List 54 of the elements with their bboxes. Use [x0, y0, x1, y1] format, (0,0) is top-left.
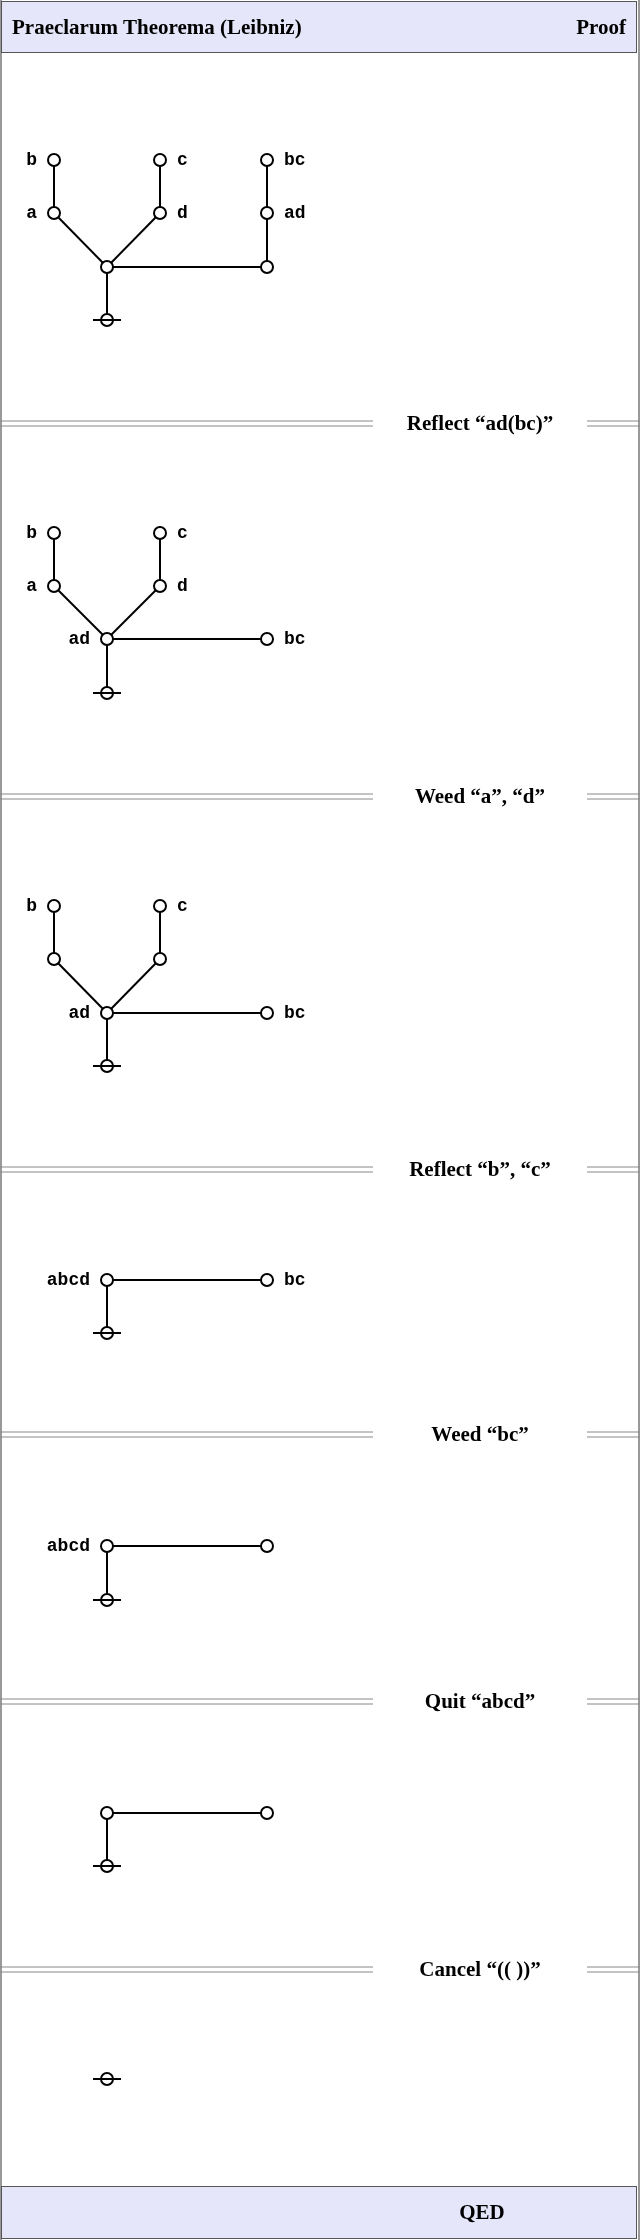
- connector-line: [53, 165, 55, 208]
- step-label: Weed “a”, “d”: [414, 783, 546, 809]
- vertex-label: b: [26, 150, 37, 170]
- vertex-label: ad: [284, 203, 306, 223]
- step-label: Reflect “b”, “c”: [409, 1156, 551, 1182]
- vertex-label: c: [177, 150, 188, 170]
- connector-line: [112, 1012, 262, 1014]
- connector-line: [53, 538, 55, 581]
- vertex-label: b: [26, 523, 37, 543]
- connector-line: [106, 644, 108, 688]
- vertex-label: ad: [68, 629, 90, 649]
- vertex-label: ad: [68, 1003, 90, 1023]
- connector-line: [57, 589, 104, 636]
- vertex-label: c: [177, 896, 188, 916]
- connector-line: [266, 165, 268, 208]
- connector-line: [112, 1812, 262, 1814]
- connector-line: [106, 1551, 108, 1595]
- connector-line: [57, 962, 104, 1010]
- vertex-label: d: [177, 203, 188, 223]
- step-label: Reflect “ad(bc)”: [406, 410, 554, 436]
- connector-line: [106, 1018, 108, 1061]
- connector-line: [112, 266, 262, 268]
- vertex-label: a: [26, 203, 37, 223]
- vertex-label: bc: [284, 150, 306, 170]
- vertex-label: bc: [284, 1003, 306, 1023]
- vertex-label: bc: [284, 1270, 306, 1290]
- connector-line: [112, 638, 262, 640]
- connector-line: [159, 165, 161, 208]
- vertex-label: a: [26, 576, 37, 596]
- connector-line: [57, 216, 104, 264]
- footer-label: QED: [459, 2200, 505, 2225]
- connector-line: [106, 272, 108, 315]
- connector-line: [159, 911, 161, 954]
- connector-line: [266, 218, 268, 262]
- connector-line: [110, 216, 157, 264]
- step-label: Weed “bc”: [431, 1421, 529, 1447]
- vertex-label: bc: [284, 629, 306, 649]
- vertex-label: b: [26, 896, 37, 916]
- vertex-label: abcd: [46, 1536, 90, 1556]
- connector-line: [106, 1285, 108, 1328]
- connector-line: [112, 1545, 262, 1547]
- connector-line: [53, 911, 55, 954]
- step-label: Quit “abcd”: [424, 1688, 536, 1714]
- connector-line: [110, 962, 157, 1010]
- connector-line: [110, 589, 157, 636]
- vertex-label: c: [177, 523, 188, 543]
- vertex-label: d: [177, 576, 188, 596]
- connector-line: [159, 538, 161, 581]
- step-label: Cancel “(( ))”: [419, 1956, 541, 1982]
- connector-line: [112, 1279, 262, 1281]
- header-label: Proof: [576, 15, 626, 40]
- diagram-title: Praeclarum Theorema (Leibniz): [12, 15, 302, 40]
- vertex-label: abcd: [46, 1270, 90, 1290]
- connector-line: [106, 1818, 108, 1861]
